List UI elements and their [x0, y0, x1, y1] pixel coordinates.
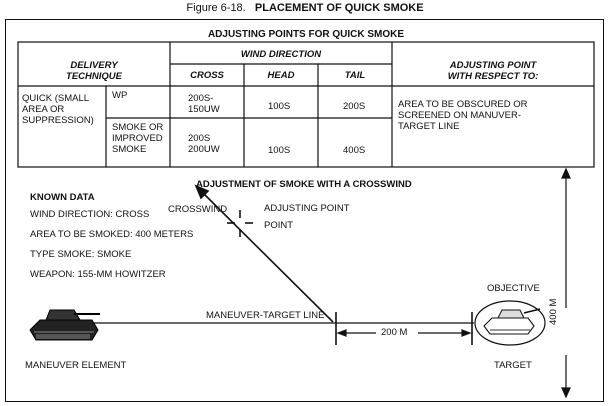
header-adjusting-point: ADJUSTING POINT WITH RESPECT TO:	[447, 60, 539, 82]
target-tank-icon	[483, 308, 541, 335]
row1-tail: 200S	[343, 101, 366, 112]
known-data-weapon: WEAPON: 155-MM HOWITZER	[30, 269, 166, 280]
known-data-heading: KNOWN DATA	[30, 192, 95, 203]
crosswind-arrowhead	[194, 184, 210, 200]
vertical-dimension	[561, 167, 571, 399]
crosswind-label: CROSSWIND	[168, 204, 228, 215]
technique-cell: QUICK (SMALL AREA OR SUPPRESSION)	[22, 93, 94, 126]
header-wind-direction: WIND DIRECTION	[240, 49, 322, 60]
table-title: ADJUSTING POINTS FOR QUICK SMOKE	[207, 29, 405, 40]
header-delivery-technique: DELIVERY TECHNIQUE	[66, 60, 122, 82]
figure-frame	[5, 19, 604, 402]
table-border	[17, 41, 595, 168]
header-head: HEAD	[267, 70, 295, 81]
figure-title: PLACEMENT OF QUICK SMOKE	[254, 2, 424, 14]
row2-tail: 400S	[343, 145, 366, 156]
distance-dimension	[336, 329, 472, 337]
adjusting-point-label: ADJUSTING POINT	[264, 203, 350, 214]
row1-head: 100S	[268, 101, 291, 112]
objective-label: OBJECTIVE	[487, 283, 540, 294]
row1-cross: 200S- 150UW	[188, 93, 220, 115]
maneuver-target-line-label: MANEUVER-TARGET LINE	[206, 310, 325, 321]
figure-caption: Figure 6-18. PLACEMENT OF QUICK SMOKE	[0, 2, 610, 14]
vertical-distance-label: 400 M	[548, 298, 559, 325]
known-data-wind: WIND DIRECTION: CROSS	[30, 209, 150, 220]
distance-label: 200 M	[381, 327, 408, 338]
header-cross: CROSS	[190, 70, 224, 81]
known-data-block: KNOWN DATA WIND DIRECTION: CROSS AREA TO…	[30, 192, 193, 280]
known-data-area: AREA TO BE SMOKED: 400 METERS	[30, 229, 194, 240]
adjusting-point-sublabel: POINT	[264, 220, 294, 231]
adjusting-point-reticle	[227, 210, 253, 237]
target-label: TARGET	[494, 360, 532, 371]
row2-munition: SMOKE OR IMPROVED SMOKE	[112, 122, 164, 155]
adjusting-point-value: AREA TO BE OBSCURED OR SCREENED ON MANUV…	[398, 99, 528, 132]
row2-cross: 200S 200UW	[188, 133, 220, 155]
known-data-smoke: TYPE SMOKE: SMOKE	[30, 249, 132, 260]
figure-number: Figure 6-18.	[186, 2, 246, 14]
maneuver-element-label: MANEUVER ELEMENT	[25, 360, 127, 371]
crosswind-line	[197, 187, 334, 323]
row2-head: 100S	[268, 145, 291, 156]
diagram-title: ADJUSTMENT OF SMOKE WITH A CROSSWIND	[196, 179, 412, 190]
objective-ellipse	[474, 300, 546, 346]
row1-munition: WP	[112, 90, 128, 101]
header-tail: TAIL	[344, 70, 366, 81]
maneuver-element-tank-icon	[29, 309, 100, 341]
